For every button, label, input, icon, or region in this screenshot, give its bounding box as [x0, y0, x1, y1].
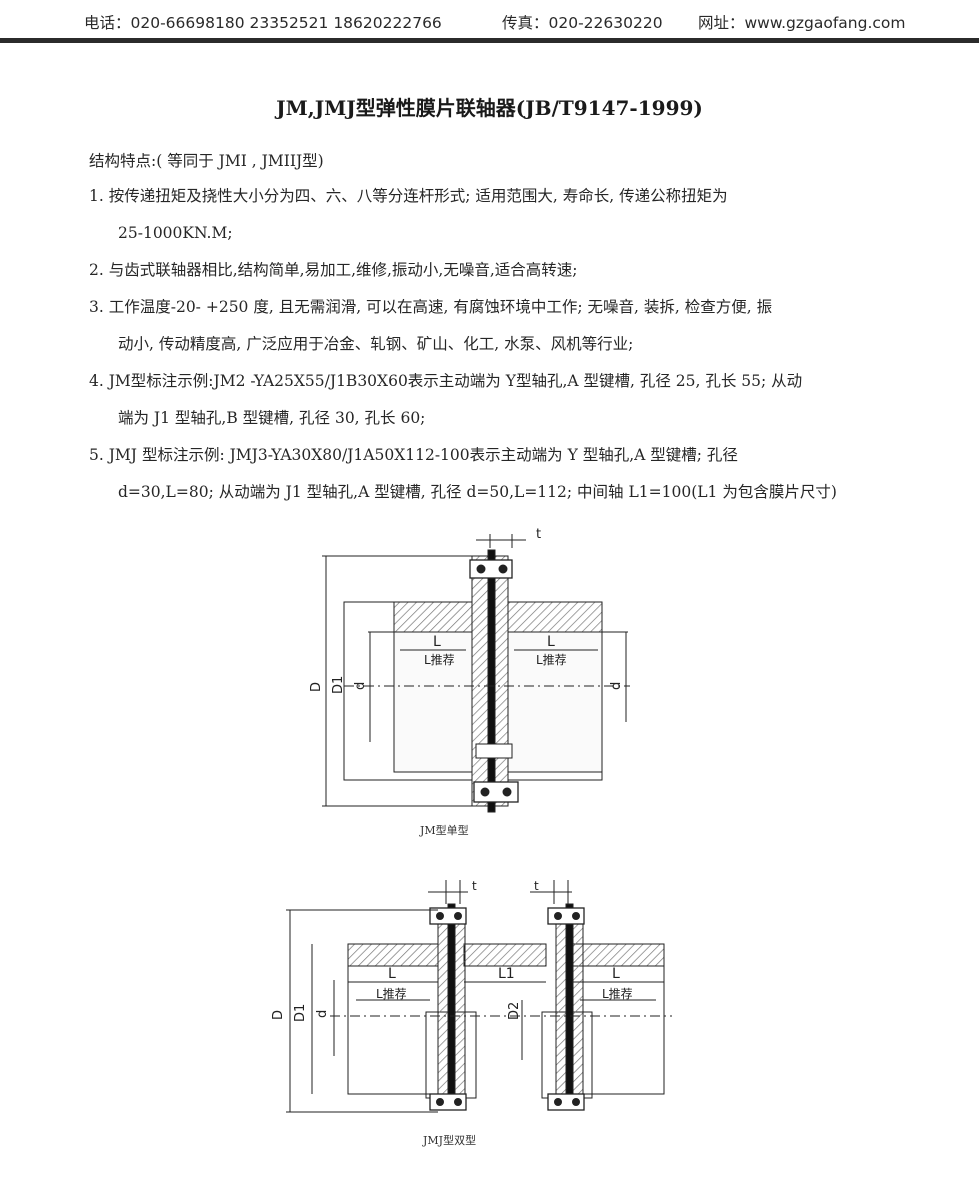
- feature-1-line2: 25-1000KN.M;: [118, 224, 233, 242]
- fig2-D-label: D: [271, 1010, 286, 1020]
- fig2-d-label: d: [315, 1010, 330, 1018]
- right-diaphragm: [565, 903, 574, 1111]
- fig2-L-right: L: [612, 966, 620, 982]
- feature-3-line2: 动小, 传动精度高, 广泛应用于冶金、轧钢、矿山、化工, 水泵、风机等行业;: [118, 335, 634, 353]
- left-flange: [471, 555, 489, 807]
- fig1-D1-label: D1: [331, 676, 346, 694]
- feature-1-line1: 1. 按传递扭矩及挠性大小分为四、六、八等分连杆形式; 适用范围大, 寿命长, …: [89, 187, 728, 205]
- fig1-L-right: L: [547, 634, 555, 650]
- contact-header: 电话：020-66698180 23352521 18620222766 传真：…: [0, 0, 979, 40]
- figure2-caption: JMJ型双型: [423, 1134, 477, 1147]
- feature-5-line2: d=30,L=80; 从动端为 J1 型轴孔,A 型键槽, 孔径 d=50,L=…: [118, 483, 837, 501]
- mid-bolt: [475, 743, 513, 759]
- jmj-double-drawing: [286, 880, 672, 1113]
- right-hub-hatch: [571, 943, 665, 967]
- diaphragm-pack: [487, 549, 496, 813]
- phone-info: 电话：020-66698180 23352521 18620222766: [84, 14, 442, 32]
- fig1-Lr-left: L推荐: [424, 653, 455, 667]
- top-bolt: [469, 559, 513, 579]
- fig2-D1-label: D1: [293, 1004, 308, 1022]
- fig1-L-left: L: [433, 634, 441, 650]
- fig2-L-left: L: [388, 966, 396, 982]
- fig2-t-right: t: [534, 879, 539, 893]
- fig2-D2-label: D2: [507, 1002, 522, 1020]
- feature-2-line1: 2. 与齿式联轴器相比,结构简单,易加工,维修,振动小,无噪音,适合高转速;: [89, 261, 578, 279]
- bottom-bolt: [473, 781, 519, 803]
- right-hub-hatch: [507, 601, 603, 633]
- fig2-t-left: t: [472, 879, 477, 893]
- fig1-D-label: D: [309, 682, 324, 692]
- spacer-shaft: [463, 943, 547, 967]
- left-hub-hatch: [393, 601, 473, 633]
- left-hub-hatch: [347, 943, 439, 967]
- header-divider: [0, 38, 979, 43]
- feature-5-line1: 5. JMJ 型标注示例: JMJ3-YA30X80/J1A50X112-100…: [89, 446, 738, 464]
- left-diaphragm: [447, 903, 456, 1111]
- fig2-L1: L1: [498, 966, 515, 982]
- fig1-d-right: d: [609, 682, 624, 690]
- jm-single-drawing: [322, 534, 630, 813]
- feature-4-line2: 端为 J1 型轴孔,B 型键槽, 孔径 30, 孔长 60;: [118, 409, 426, 427]
- feature-4-line1: 4. JM型标注示例:JM2 -YA25X55/J1B30X60表示主动端为 Y…: [89, 372, 803, 390]
- website-info[interactable]: 网址：www.gzgaofang.com: [698, 14, 906, 32]
- fig2-Lr-left: L推荐: [376, 987, 407, 1001]
- fig1-d-left: d: [353, 682, 368, 690]
- right-flange: [494, 555, 509, 807]
- left-bore: [393, 631, 473, 773]
- fax-info: 传真：020-22630220: [502, 14, 663, 32]
- fig2-Lr-right: L推荐: [602, 987, 633, 1001]
- fig1-t-label: t: [536, 527, 541, 542]
- page-title: JM,JMJ型弹性膜片联轴器(JB/T9147-1999): [276, 96, 703, 120]
- feature-3-line1: 3. 工作温度-20- +250 度, 且无需润滑, 可以在高速, 有腐蚀环境中…: [89, 298, 773, 316]
- right-bore: [507, 631, 603, 773]
- figure1-caption: JM型单型: [420, 824, 469, 837]
- intro-text: 结构特点:( 等同于 JMI , JMIIJ型): [89, 152, 324, 170]
- fig1-Lr-right: L推荐: [536, 653, 567, 667]
